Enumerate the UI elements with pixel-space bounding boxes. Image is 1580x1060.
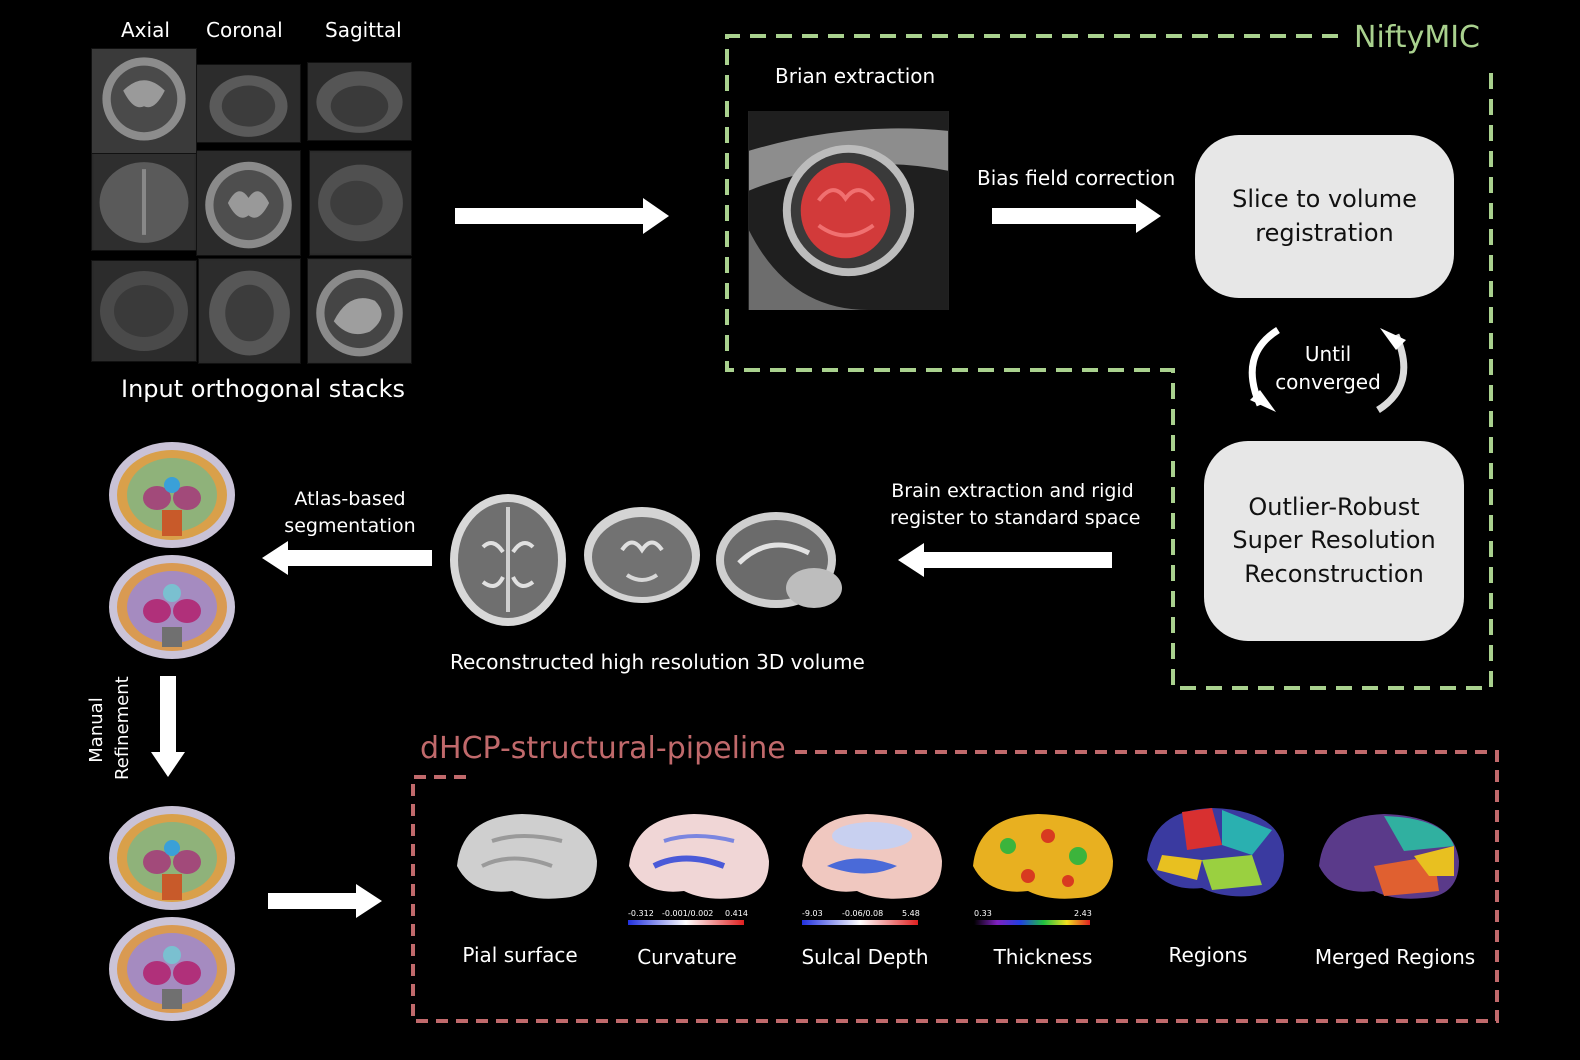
stacks-caption: Input orthogonal stacks — [121, 375, 405, 403]
bias-field-label: Bias field correction — [977, 166, 1176, 190]
scale-mid: -0.06/0.08 — [842, 909, 884, 918]
sulcal-depth-image — [797, 806, 945, 906]
rigid-register-label: Brain extraction and rigid register to s… — [890, 480, 1141, 529]
volume-coronal-image — [582, 505, 702, 605]
surface-label: Regions — [1168, 943, 1248, 967]
arrow-left-icon — [898, 543, 1112, 577]
surface-label: Thickness — [993, 945, 1093, 969]
volume-axial-image — [448, 492, 568, 628]
surface-label: Curvature — [637, 945, 737, 969]
regions-image — [1142, 800, 1288, 904]
brain-extraction-label: Brian extraction — [775, 64, 936, 88]
refined-segmentation-image-2 — [107, 915, 237, 1023]
colorbar — [802, 920, 918, 925]
mri-tile-sagittal-2 — [309, 150, 412, 256]
header-axial: Axial — [121, 18, 170, 42]
until-converged-label: Until converged — [1275, 342, 1381, 394]
surface-label: Sulcal Depth — [801, 945, 929, 969]
colorbar — [628, 920, 744, 925]
scale-mid: -0.001/0.002 — [662, 909, 714, 918]
mri-tile-axial-2 — [91, 153, 197, 251]
loop-arrows-icon — [1248, 327, 1408, 413]
scale-min: -0.312 — [628, 909, 654, 918]
dhcp-title: dHCP-structural-pipeline — [420, 731, 786, 766]
header-coronal: Coronal — [206, 18, 283, 42]
mri-tile-sagittal-1 — [307, 62, 412, 141]
arrow-right-icon — [268, 884, 382, 918]
segmentation-image-2 — [107, 553, 237, 661]
scale-min: 0.33 — [974, 909, 992, 918]
arrow-right-icon — [455, 198, 669, 234]
arrow-right-icon — [992, 199, 1161, 233]
niftymic-title: NiftyMIC — [1354, 20, 1481, 55]
volume-sagittal-image — [714, 508, 849, 616]
mri-tile-sagittal-3 — [307, 258, 412, 364]
arrow-down-icon — [151, 676, 185, 777]
merged-regions-image — [1314, 806, 1464, 906]
mri-tile-coronal-2 — [196, 150, 301, 256]
colorbar — [974, 920, 1090, 925]
segmentation-image-1 — [107, 440, 237, 550]
scale-max: 2.43 — [1074, 909, 1092, 918]
surface-label: Merged Regions — [1314, 945, 1476, 969]
atlas-segmentation-label: Atlas-based segmentation — [284, 488, 416, 537]
thickness-image — [968, 806, 1118, 906]
brain-extraction-image — [748, 111, 949, 310]
scale-max: 5.48 — [902, 909, 920, 918]
scale-min: -9.03 — [802, 909, 823, 918]
mri-tile-coronal-3 — [198, 258, 301, 364]
mri-tile-coronal-1 — [196, 64, 301, 143]
curvature-image — [624, 806, 772, 906]
mri-tile-axial-3 — [91, 260, 197, 362]
surface-label: Pial surface — [462, 943, 578, 967]
scale-max: 0.414 — [725, 909, 748, 918]
volume-caption: Reconstructed high resolution 3D volume — [450, 650, 865, 674]
refined-segmentation-image-1 — [107, 804, 237, 912]
pial-surface-image — [452, 806, 600, 906]
arrow-left-icon — [262, 541, 432, 575]
header-sagittal: Sagittal — [325, 18, 402, 42]
